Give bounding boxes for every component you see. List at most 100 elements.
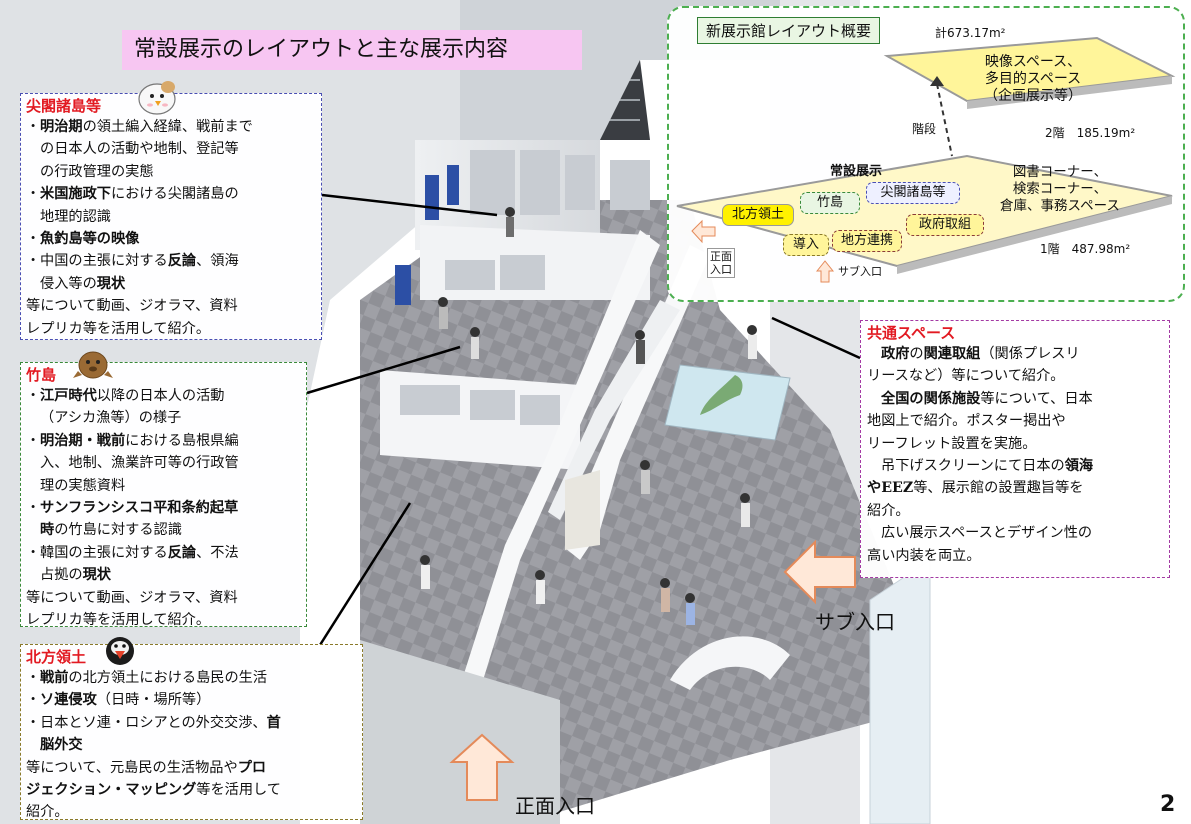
hoppo-info-box: 北方領土 ・ 戦前の北方領土における島民の生活 ・ ソ連侵攻（日時・場所等） ・…	[20, 644, 363, 820]
common-p1-text2: （関係プレスリ	[980, 346, 1080, 362]
takeshima-info-box: 竹島 ・ 江戸時代以降の日本人の活動 （アシカ漁等）の様子 ・ 明治期・戦前にお…	[20, 362, 307, 628]
floor2-edge	[967, 76, 1172, 109]
display-screens	[395, 165, 459, 305]
common-p3-text: 吊下げスクリーンにて日本の	[881, 458, 1065, 475]
zone-gov: 政府取組	[906, 214, 984, 236]
visitors	[420, 207, 757, 625]
layout-overview-diagram	[676, 36, 1176, 283]
zone-local: 地方連携	[832, 230, 902, 252]
common-p1-strong: 政府	[881, 346, 910, 362]
hoppo-b3-strong2: 脳外交	[40, 737, 83, 754]
page-title: 常設展示のレイアウトと主な展示内容	[122, 30, 582, 70]
takeshima-b4-strong: 反論	[167, 544, 197, 561]
takeshima-b2-line2: 入、地制、漁業許可等の行政管	[40, 455, 239, 472]
common-p4-line1: 広い展示スペースとデザイン性の	[881, 525, 1093, 542]
common-p3-strong: 領海	[1064, 458, 1094, 475]
common-p1-text: の	[909, 346, 924, 362]
round-wall	[670, 636, 790, 690]
overview-main-entry-2: 入口	[710, 263, 732, 276]
puffin-mascot-icon	[106, 637, 134, 665]
senkaku-b4-line2: 侵入等の	[40, 275, 97, 292]
main-entrance-label: 正面入口	[515, 794, 595, 818]
panel-graphics	[400, 150, 650, 425]
senkaku-b4-text2: 、領海	[196, 253, 239, 270]
takeshima-b1-text: 以降の日本人の活動	[96, 388, 225, 404]
glass-wall	[869, 559, 931, 824]
floor2-area: 2階 185.19m²	[1045, 126, 1136, 140]
page-number: 2	[1160, 792, 1176, 817]
common-p2-strong: 全国の関係施設	[881, 390, 981, 407]
senkaku-b1-text: の領土編入経緯、戦前まで	[82, 119, 253, 135]
floor2-text-1: 映像スペース、	[984, 54, 1082, 70]
stairs-label: 階段	[912, 122, 937, 136]
floor1-edge	[897, 196, 1172, 274]
layout-total-area: 計673.17m²	[935, 26, 1006, 40]
curved-partition-2	[565, 245, 710, 560]
senkaku-b2-line2: 地理的認識	[40, 208, 111, 225]
takeshima-b2-strong: 明治期・戦前	[40, 432, 126, 449]
senkaku-b4-strong: 反論	[167, 253, 197, 270]
hoppo-b1-text: の北方領土における島民の生活	[68, 670, 268, 686]
senkaku-b4-strong2: 現状	[96, 275, 126, 292]
common-space-info-box: 共通スペース 政府の関連取組（関係プレスリ リースなど）等について紹介。 全国の…	[860, 320, 1170, 578]
stairs-dash	[936, 83, 953, 157]
floor1-area: 1階 487.98m²	[1040, 242, 1131, 256]
takeshima-b1-strong: 江戸時代	[40, 388, 97, 404]
hoppo-closing-2: 等を活用して	[196, 782, 281, 799]
common-p3-line3: 紹介。	[867, 502, 910, 519]
common-p3-text2: 等、展示館の設置趣旨等を	[913, 480, 1084, 497]
senkaku-b1-line3: の行政管理の実態	[40, 163, 154, 180]
common-p3-strong2: や	[867, 480, 882, 497]
takeshima-b4-strong2: 現状	[82, 567, 111, 584]
zone-hoppo: 北方領土	[722, 204, 794, 226]
takeshima-b4-text2: 、不法	[196, 544, 239, 561]
takeshima-b4-line2: 占拠の	[40, 567, 83, 584]
hoppo-b3-strong: 首	[266, 714, 281, 731]
common-p2-line3: リーフレット設置を実施。	[867, 435, 1037, 452]
senkaku-b1-line2: の日本人の活動や地制、登記等	[40, 141, 239, 158]
common-p4-line2: 高い内装を両立。	[867, 547, 981, 564]
zone-intro: 導入	[783, 234, 829, 256]
overview-main-entry-arrow-icon	[691, 219, 716, 244]
hoppo-closing-strong2: ジェクション・マッピング	[26, 782, 197, 799]
hoppo-b3-text: 日本とソ連・ロシアとの外交交渉、	[40, 714, 267, 731]
takeshima-closing-1: 等について動画、ジオラマ、資料	[26, 589, 238, 606]
hoppo-heading: 北方領土	[26, 648, 87, 666]
library-text-2: 検索コーナー、	[1012, 181, 1108, 197]
takeshima-b1-line2: （アシカ漁等）の様子	[40, 410, 182, 427]
takeshima-b4-text: 韓国の主張に対する	[40, 544, 168, 561]
senkaku-closing-1: 等について動画、ジオラマ、資料	[26, 298, 238, 315]
hoppo-closing-3: 紹介。	[26, 804, 69, 821]
common-p2-line2: 地図上で紹介。ポスター掲出や	[867, 413, 1066, 430]
curved-partition-1	[462, 230, 660, 690]
stairs-arrow-icon	[930, 76, 944, 86]
overview-sub-entry-arrow-icon	[815, 260, 835, 283]
floor2-text-2: 多目的スペース	[984, 71, 1082, 87]
sub-entrance-label: サブ入口	[815, 610, 895, 634]
zone-senkaku: 尖閣諸島等	[866, 182, 960, 204]
common-p2-text: 等について、日本	[980, 390, 1093, 407]
takeshima-b3-strong: サンフランシスコ平和条約起草	[40, 500, 239, 517]
senkaku-b2-text: における尖閣諸島の	[110, 186, 239, 203]
callout-lines	[306, 193, 861, 646]
common-heading: 共通スペース	[867, 324, 956, 342]
takeshima-b2-line3: 理の実態資料	[40, 477, 126, 494]
senkaku-b1-strong: 明治期	[40, 119, 83, 135]
japan-map-panel	[664, 364, 791, 441]
zone-takeshima: 竹島	[800, 192, 860, 214]
takeshima-b3-text: の竹島に対する認識	[54, 522, 182, 539]
hoppo-closing-strong: プロ	[237, 759, 267, 776]
takeshima-b2-text: における島根県編	[125, 432, 239, 449]
japan-map-outline	[700, 375, 743, 415]
main-entrance-arrow-icon	[449, 733, 515, 801]
senkaku-heading: 尖閣諸島等	[26, 97, 102, 115]
common-p1-line2: リースなど）等について紹介。	[867, 368, 1065, 385]
library-text-3: 倉庫、事務スペース	[1000, 198, 1120, 214]
overview-main-entry-1: 正面	[710, 250, 732, 263]
curved-partition-3	[548, 300, 680, 520]
permanent-exhibit-label: 常設展示	[830, 164, 883, 179]
sub-entrance-arrow-icon	[783, 539, 856, 605]
common-p3-strong3: EEZ	[881, 480, 914, 497]
hoppo-b2-text: （日時・場所等）	[96, 692, 211, 709]
seagull-mascot-icon	[138, 81, 176, 115]
